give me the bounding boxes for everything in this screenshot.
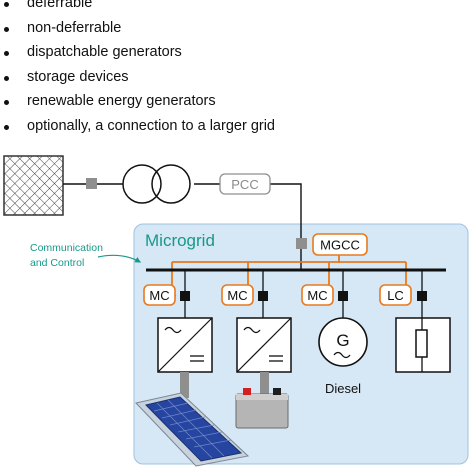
bullet-dot	[4, 124, 9, 130]
bullet-dot	[4, 75, 9, 81]
mgcc-label: MGCC	[320, 238, 360, 253]
bullet-text: renewable energy generators	[27, 93, 216, 109]
controller-label-2: MC	[227, 288, 247, 303]
bullet-dot	[4, 2, 9, 7]
transformer-icon	[122, 164, 191, 204]
controller-label-3: MC	[307, 288, 327, 303]
bullet-item: storage devices	[0, 65, 275, 90]
bullet-dot	[4, 26, 9, 32]
bullet-item: non-deferrable	[0, 16, 275, 41]
controller-label-1: MC	[149, 288, 169, 303]
mgcc-box	[312, 233, 368, 256]
bullet-item: deferrable	[0, 0, 275, 16]
load-icon	[395, 317, 451, 373]
bullet-dot	[4, 51, 9, 56]
control-label: and Control	[30, 257, 84, 269]
battery-icon	[235, 388, 289, 429]
bullet-item: optionally, a connection to a larger gri…	[0, 114, 275, 139]
bullet-text: non-deferrable	[27, 19, 122, 36]
generator-icon	[318, 317, 368, 367]
grid-icon	[3, 155, 64, 216]
generator-symbol: G	[336, 331, 349, 350]
controller-label-4: LC	[387, 288, 404, 303]
communication-arrow	[97, 254, 142, 263]
breaker-squares	[180, 291, 427, 301]
pv-inverter-icon	[157, 317, 213, 373]
bullet-item: dispatchable generators	[0, 40, 275, 65]
battery-inverter-icon	[236, 317, 292, 373]
controller-box-3	[301, 284, 334, 306]
controller-box-2	[221, 284, 254, 306]
bullet-list: deferrable non-deferrable dispatchable g…	[0, 0, 275, 138]
bullet-dot	[4, 100, 9, 105]
controller-box-4	[379, 284, 412, 306]
pv-connector	[180, 372, 189, 398]
bullet-text: dispatchable generators	[27, 44, 182, 60]
communication-label: Communication	[30, 242, 103, 254]
microgrid-label: Microgrid	[145, 231, 215, 250]
bullet-item: renewable energy generators	[0, 89, 275, 114]
bullet-text: optionally, a connection to a larger gri…	[27, 117, 275, 134]
pcc-label: PCC	[231, 177, 258, 192]
bullet-text: deferrable	[27, 0, 93, 11]
mgcc-connector	[296, 238, 307, 249]
pcc-box	[219, 173, 271, 195]
controller-box-1	[143, 284, 176, 306]
solar-panel-icon	[135, 392, 250, 467]
battery-connector	[260, 372, 269, 394]
bullet-text: storage devices	[27, 68, 129, 85]
diesel-label: Diesel	[325, 381, 361, 396]
